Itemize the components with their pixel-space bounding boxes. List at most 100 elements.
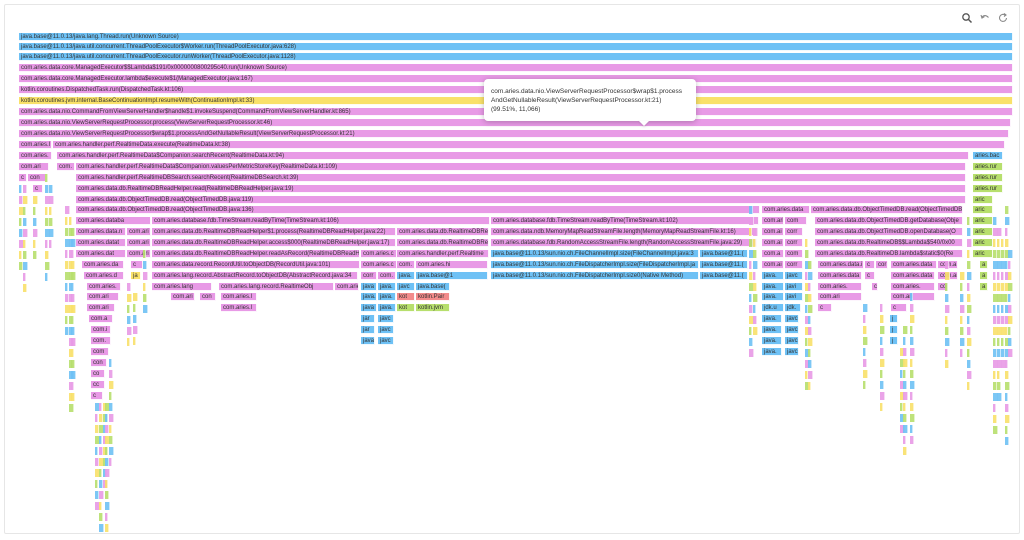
flame-frame-sliver[interactable] bbox=[910, 381, 915, 389]
flame-frame-sliver[interactable] bbox=[71, 393, 75, 401]
flame-frame-sliver[interactable] bbox=[753, 316, 757, 324]
flame-frame-sliver[interactable] bbox=[99, 403, 102, 411]
flame-frame-sliver[interactable] bbox=[960, 316, 963, 324]
flame-frame[interactable]: javc bbox=[785, 326, 799, 334]
flame-frame-sliver[interactable] bbox=[749, 349, 754, 357]
flame-frame[interactable]: com.ari bbox=[762, 217, 784, 225]
flame-frame-sliver[interactable] bbox=[749, 261, 752, 269]
flame-frame-sliver[interactable] bbox=[900, 403, 903, 411]
flame-frame[interactable]: java.base@1 bbox=[416, 272, 488, 280]
flame-frame-sliver[interactable] bbox=[997, 250, 1001, 258]
flame-frame[interactable]: com.aries.data bbox=[762, 206, 810, 214]
flame-frame-sliver[interactable] bbox=[945, 272, 950, 280]
flame-frame-sliver[interactable] bbox=[753, 294, 758, 302]
flame-frame-sliver[interactable] bbox=[945, 316, 948, 324]
flame-frame-sliver[interactable] bbox=[109, 370, 113, 378]
flame-frame[interactable]: corr bbox=[785, 239, 803, 247]
flame-frame[interactable]: jdk.u bbox=[762, 304, 784, 312]
flame-frame-sliver[interactable] bbox=[65, 316, 68, 324]
flame-frame-sliver[interactable] bbox=[910, 315, 915, 323]
flame-frame-sliver[interactable] bbox=[805, 272, 808, 280]
flame-frame[interactable]: javc bbox=[785, 337, 799, 345]
flame-frame[interactable]: com.aries.hi bbox=[416, 261, 488, 269]
flame-frame-sliver[interactable] bbox=[1008, 349, 1013, 357]
flame-frame-sliver[interactable] bbox=[880, 337, 883, 345]
flame-frame-sliver[interactable] bbox=[880, 403, 883, 411]
flame-frame-sliver[interactable] bbox=[23, 185, 27, 193]
flame-frame-sliver[interactable] bbox=[993, 338, 996, 346]
flame-frame-sliver[interactable] bbox=[808, 316, 811, 324]
flame-frame-sliver[interactable] bbox=[1005, 404, 1009, 412]
flame-frame-sliver[interactable] bbox=[997, 371, 1000, 379]
flame-frame-sliver[interactable] bbox=[71, 239, 76, 247]
flame-frame-sliver[interactable] bbox=[19, 262, 23, 270]
flame-frame-sliver[interactable] bbox=[863, 304, 868, 312]
flame-frame-sliver[interactable] bbox=[903, 337, 906, 345]
flame-frame[interactable]: aries.bac bbox=[973, 152, 1003, 160]
flame-frame[interactable]: com.ari bbox=[87, 304, 115, 312]
flame-frame-sliver[interactable] bbox=[945, 261, 949, 269]
flame-frame[interactable]: co bbox=[91, 370, 105, 378]
flame-frame[interactable]: aries.rur bbox=[973, 163, 1003, 171]
flame-frame-sliver[interactable] bbox=[805, 371, 808, 379]
flame-frame-sliver[interactable] bbox=[903, 370, 906, 378]
flame-frame[interactable]: com.aries.data.db.ObjectTimedDB.read(Obj… bbox=[811, 206, 963, 214]
flame-frame[interactable]: java. bbox=[762, 326, 782, 334]
flame-frame-sliver[interactable] bbox=[133, 304, 136, 312]
flame-frame[interactable]: com.aries.l bbox=[221, 304, 257, 312]
flame-frame-sliver[interactable] bbox=[99, 491, 104, 499]
flame-frame-sliver[interactable] bbox=[49, 185, 53, 193]
flame-frame-sliver[interactable] bbox=[45, 273, 48, 281]
flame-frame-sliver[interactable] bbox=[71, 316, 74, 324]
flame-frame-sliver[interactable] bbox=[910, 414, 915, 422]
flame-frame-sliver[interactable] bbox=[753, 250, 757, 258]
flame-frame-sliver[interactable] bbox=[960, 294, 964, 302]
flame-frame[interactable]: java.base@11.( bbox=[700, 250, 748, 258]
flame-frame[interactable]: com.aries.handler.perf.RealtimeDBSearch.… bbox=[76, 174, 966, 182]
flame-frame[interactable]: com.aries.data.n bbox=[76, 228, 126, 236]
flame-frame-sliver[interactable] bbox=[945, 327, 949, 335]
flame-frame-sliver[interactable] bbox=[863, 348, 866, 356]
flame-frame-sliver[interactable] bbox=[71, 371, 76, 379]
flame-frame[interactable]: java bbox=[361, 283, 377, 291]
flame-frame-sliver[interactable] bbox=[23, 207, 26, 215]
flame-frame-sliver[interactable] bbox=[903, 403, 906, 411]
flame-frame-sliver[interactable] bbox=[903, 425, 908, 433]
flame-frame[interactable]: com.aries.database.fdb.TimeStream.readBy… bbox=[152, 217, 490, 225]
flame-frame[interactable]: java.base@11.0.13/sun.nio.ch.FileDispatc… bbox=[491, 261, 699, 269]
flame-frame-sliver[interactable] bbox=[910, 370, 914, 378]
flame-frame[interactable]: com bbox=[785, 217, 807, 225]
flame-frame[interactable]: com.aries.handler.perf.Realtime bbox=[397, 250, 489, 258]
flame-frame[interactable]: java.base@11.( bbox=[700, 272, 748, 280]
flame-frame-sliver[interactable] bbox=[967, 327, 971, 335]
flame-frame-sliver[interactable] bbox=[105, 414, 108, 422]
flame-frame-sliver[interactable] bbox=[1005, 206, 1009, 214]
flame-frame[interactable]: com.aries.data.nio.ViewServerRequestProc… bbox=[19, 119, 1011, 127]
flame-frame[interactable]: aric bbox=[973, 250, 993, 258]
flame-frame[interactable]: com.ai bbox=[762, 228, 784, 236]
flame-frame-sliver[interactable] bbox=[997, 338, 1000, 346]
flame-frame-sliver[interactable] bbox=[945, 283, 948, 291]
flame-frame-sliver[interactable] bbox=[993, 239, 996, 247]
flame-frame[interactable]: c bbox=[19, 174, 27, 182]
flame-frame-sliver[interactable] bbox=[45, 185, 49, 193]
flame-frame-sliver[interactable] bbox=[23, 240, 26, 248]
flame-frame-sliver[interactable] bbox=[903, 326, 908, 334]
flame-frame-sliver[interactable] bbox=[993, 272, 996, 280]
flame-frame[interactable]: c bbox=[865, 261, 875, 269]
flame-frame-sliver[interactable] bbox=[33, 251, 37, 259]
flame-frame-sliver[interactable] bbox=[71, 349, 74, 357]
flame-frame[interactable]: kot bbox=[397, 304, 415, 312]
flame-frame[interactable]: com.aries.data.db.RealtimeDB.lambda$stat… bbox=[815, 250, 963, 258]
flame-frame-sliver[interactable] bbox=[1008, 316, 1013, 324]
flame-frame[interactable]: com.ai bbox=[762, 239, 784, 247]
flame-frame-sliver[interactable] bbox=[900, 370, 903, 378]
flame-frame[interactable]: com. bbox=[397, 261, 415, 269]
flame-frame[interactable]: com.aries.data bbox=[891, 261, 937, 269]
flame-frame-sliver[interactable] bbox=[808, 371, 813, 379]
flame-frame-sliver[interactable] bbox=[65, 283, 68, 291]
flame-frame-sliver[interactable] bbox=[133, 326, 138, 334]
flame-frame-sliver[interactable] bbox=[993, 426, 998, 434]
flame-frame-sliver[interactable] bbox=[997, 239, 1000, 247]
flame-frame-sliver[interactable] bbox=[49, 229, 54, 237]
